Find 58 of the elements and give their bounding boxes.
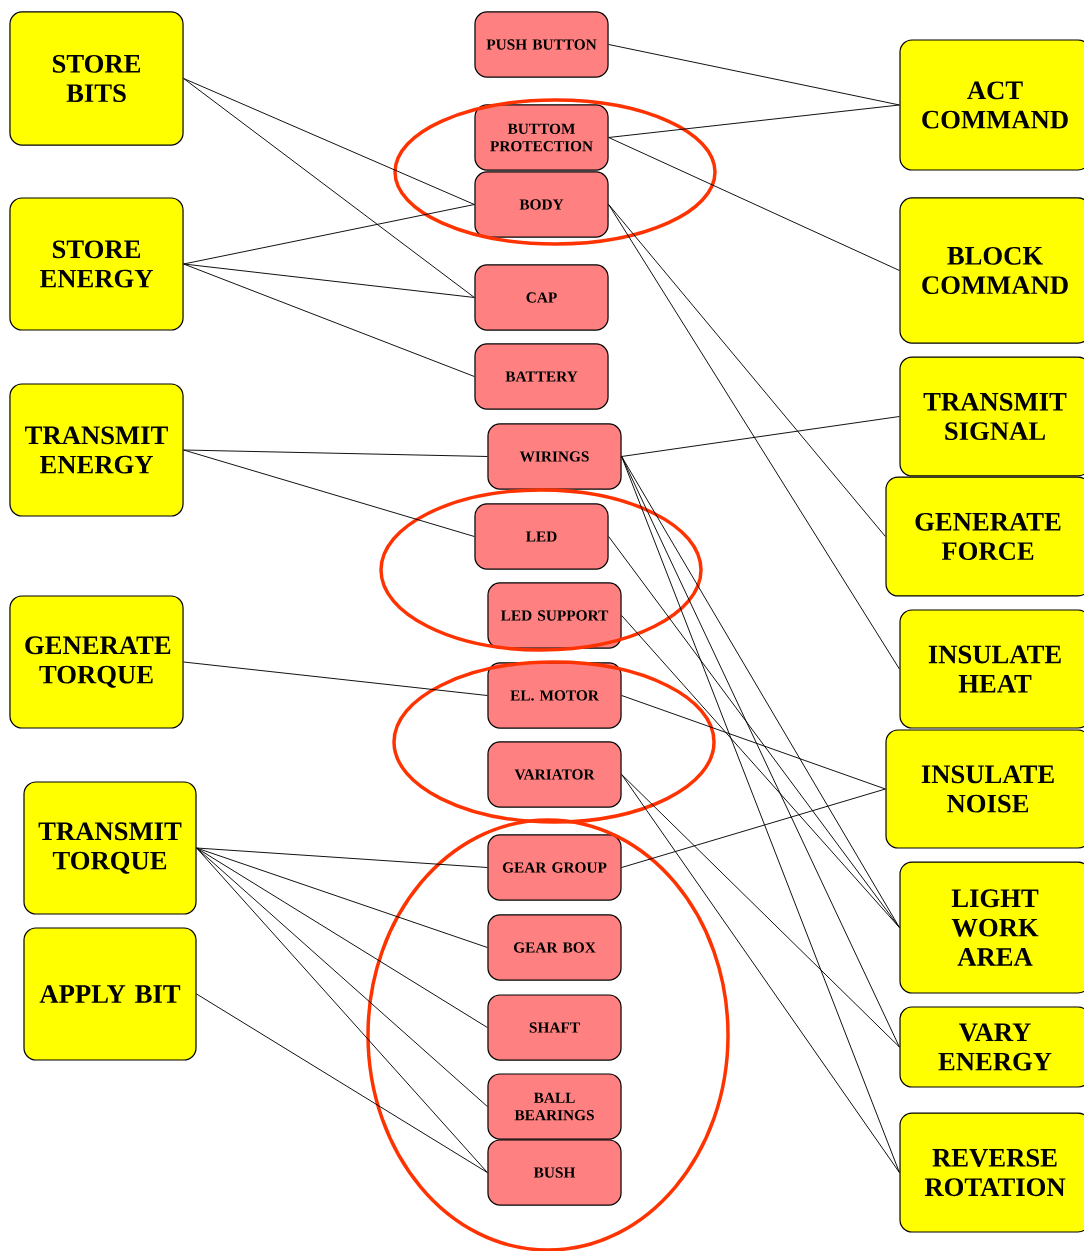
function-box: LIGHT WORK AREA xyxy=(899,861,1084,994)
connector-line xyxy=(621,774,900,1173)
connector-line xyxy=(621,695,886,790)
function-box: VARY ENERGY xyxy=(899,1006,1084,1088)
function-box: ACT COMMAND xyxy=(899,39,1084,171)
component-box: GEAR BOX xyxy=(487,914,622,981)
connector-line xyxy=(608,204,886,537)
connector-line xyxy=(621,456,900,1048)
connector-line xyxy=(621,788,886,868)
connector-line xyxy=(196,847,488,948)
connector-line xyxy=(183,661,488,696)
function-box: GENERATE TORQUE xyxy=(9,595,184,729)
function-box: BLOCK COMMAND xyxy=(899,197,1084,344)
function-box: REVERSE ROTATION xyxy=(899,1112,1084,1233)
component-box: BATTERY xyxy=(474,343,609,410)
function-box: TRANSMIT SIGNAL xyxy=(899,356,1084,477)
connector-line xyxy=(196,847,488,868)
component-box: PUSH BUTTON xyxy=(474,11,609,78)
connector-line xyxy=(608,204,900,670)
connector-line xyxy=(621,456,900,928)
connector-line xyxy=(621,456,900,1173)
connector-line xyxy=(608,536,900,928)
component-box: EL. MOTOR xyxy=(487,662,622,729)
connector-line xyxy=(196,993,488,1173)
connector-line xyxy=(196,847,488,1173)
component-box: LED SUPPORT xyxy=(487,582,622,649)
connector-line xyxy=(608,137,900,271)
connector-line xyxy=(608,104,900,138)
function-box: INSULATE HEAT xyxy=(899,609,1084,729)
component-box: GEAR GROUP xyxy=(487,834,622,901)
component-box: VARIATOR xyxy=(487,741,622,808)
component-box: CAP xyxy=(474,264,609,331)
component-box: BUTTOM PROTECTION xyxy=(474,104,609,171)
function-box: STORE BITS xyxy=(9,11,184,146)
connector-line xyxy=(183,263,475,377)
function-box: STORE ENERGY xyxy=(9,197,184,331)
function-box: TRANSMIT ENERGY xyxy=(9,383,184,517)
function-box: TRANSMIT TORQUE xyxy=(23,781,197,915)
component-box: BALL BEARINGS xyxy=(487,1073,622,1140)
connector-line xyxy=(183,78,475,205)
connector-line xyxy=(183,78,475,298)
component-box: BUSH xyxy=(487,1139,622,1206)
component-box: WIRINGS xyxy=(487,423,622,490)
connector-line xyxy=(621,774,900,1048)
component-box: LED xyxy=(474,503,609,570)
connector-line xyxy=(183,449,475,537)
connector-line xyxy=(621,416,900,457)
function-box: GENERATE FORCE xyxy=(885,476,1084,597)
connector-line xyxy=(183,263,475,298)
connector-line xyxy=(183,449,488,457)
connector-line xyxy=(621,615,900,928)
connector-line xyxy=(196,847,488,1028)
component-box: BODY xyxy=(474,171,609,238)
component-box: SHAFT xyxy=(487,994,622,1061)
function-box: APPLY BIT xyxy=(23,927,197,1061)
connector-line xyxy=(183,204,475,265)
function-box: INSULATE NOISE xyxy=(885,729,1084,849)
connector-line xyxy=(608,44,900,106)
